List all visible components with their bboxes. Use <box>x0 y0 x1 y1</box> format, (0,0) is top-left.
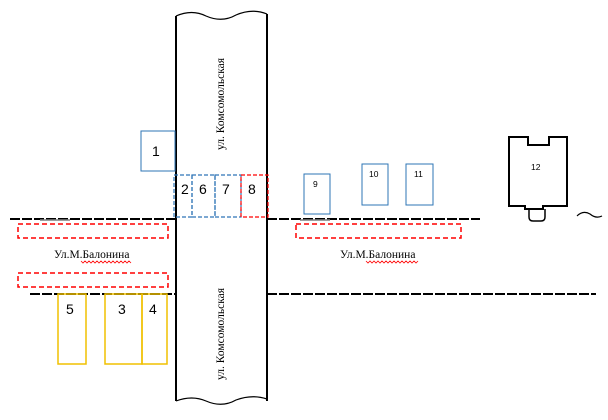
object-8-box <box>240 174 269 218</box>
street-break-top <box>175 10 268 20</box>
object-5-label: 5 <box>66 301 74 317</box>
parking-zone-right <box>295 223 462 239</box>
object-9-box <box>303 173 331 215</box>
object-4-label: 4 <box>149 301 157 317</box>
object-8-label: 8 <box>248 181 256 197</box>
object-3-label: 3 <box>118 301 126 317</box>
object-2-label: 2 <box>181 181 189 197</box>
object-10-box <box>361 163 389 206</box>
object-7-label: 7 <box>222 181 230 197</box>
street-label-vertical-top: ул. Комсомольская <box>215 57 227 150</box>
object-7-box <box>214 174 242 218</box>
object-11-box <box>405 163 434 206</box>
parking-zone-left-lower <box>17 272 169 288</box>
right-curve-mark <box>576 211 603 218</box>
object-5-box <box>57 293 87 365</box>
object-6-label: 6 <box>199 181 207 197</box>
street-label-horizontal-left: Ул.М.Балонина <box>54 249 129 261</box>
object-1-label: 1 <box>152 143 160 159</box>
spellcheck-underline-left <box>80 260 132 264</box>
parking-zone-left-upper <box>17 223 169 239</box>
object-4-box <box>141 293 168 365</box>
street-break-bottom <box>175 396 268 405</box>
street-label-horizontal-right: Ул.М.Балонина <box>340 249 415 261</box>
spellcheck-underline-right <box>365 260 419 264</box>
object-1-box <box>140 130 176 172</box>
object-12-entrance <box>528 209 546 222</box>
object-11-label: 11 <box>414 169 423 179</box>
street-label-vertical-bottom: ул. Комсомольская <box>215 287 227 380</box>
object-12-label: 12 <box>531 162 541 172</box>
vertical-street <box>175 10 268 405</box>
object-9-label: 9 <box>313 179 318 189</box>
object-10-label: 10 <box>369 169 379 179</box>
object-12-building <box>508 136 568 210</box>
